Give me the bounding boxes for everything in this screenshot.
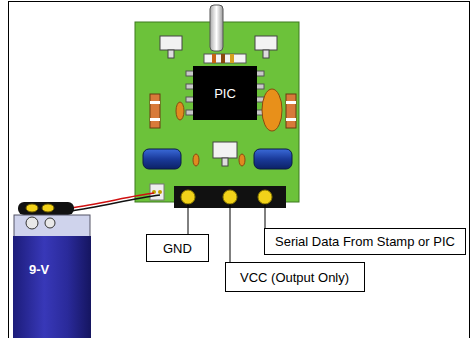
pin (258, 190, 272, 204)
capacitor (239, 154, 245, 166)
label-text: 9-V (29, 262, 49, 277)
leader-line (265, 204, 266, 228)
resistor (286, 94, 296, 128)
crystal (210, 5, 223, 51)
label-text: Serial Data From Stamp or PIC (275, 234, 455, 249)
capacitor (193, 154, 199, 166)
transistor (160, 36, 182, 58)
resistor (204, 54, 246, 63)
leader-line (230, 204, 231, 262)
power-pads (150, 184, 164, 200)
pin-label-box: Serial Data From Stamp or PIC (264, 228, 466, 255)
label-text: GND (163, 241, 192, 256)
transistor (255, 36, 277, 58)
pin (223, 190, 237, 204)
regulator (213, 142, 237, 166)
battery-body: 9-V (13, 236, 91, 338)
label-text: PIC (214, 86, 236, 101)
terminal (26, 204, 38, 212)
pin (181, 190, 195, 204)
terminal (45, 218, 55, 228)
pin-label-box: VCC (Output Only) (225, 262, 365, 292)
microcontroller-chip: PIC (193, 66, 257, 120)
wire (70, 193, 154, 208)
label-text: VCC (Output Only) (240, 270, 349, 285)
terminal (26, 217, 38, 229)
terminal (42, 204, 54, 212)
capacitor (254, 149, 292, 169)
wire (70, 195, 160, 211)
leader-line (188, 204, 189, 234)
capacitor (262, 89, 282, 131)
battery-top (14, 215, 90, 237)
capacitor (143, 149, 181, 169)
resistor (150, 94, 160, 128)
pin-label-box: GND (146, 234, 209, 262)
frame (9, 2, 470, 338)
capacitor (176, 102, 184, 120)
battery-clip (18, 202, 74, 215)
